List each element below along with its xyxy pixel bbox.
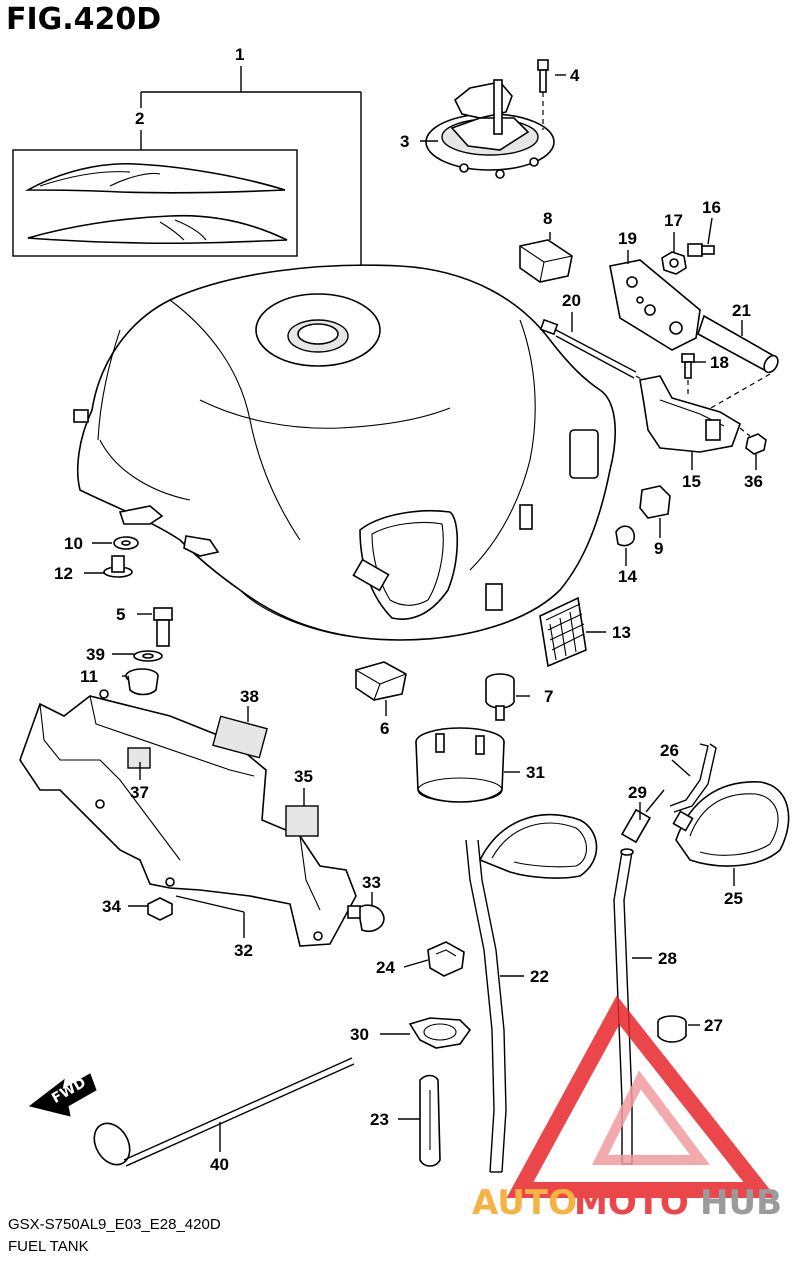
hose-25 — [672, 781, 790, 867]
grommet-11 — [125, 668, 159, 696]
callout-4: 4 — [570, 66, 580, 85]
clip-23 — [419, 1074, 441, 1167]
clamp-24 — [427, 941, 465, 977]
callout-38: 38 — [240, 687, 259, 706]
callout-5: 5 — [116, 605, 125, 624]
callout-11: 11 — [80, 667, 98, 686]
holder-31 — [415, 727, 505, 803]
clip-14 — [615, 525, 636, 547]
bolt-33 — [347, 904, 385, 933]
cap-27 — [657, 1015, 687, 1043]
callout-23: 23 — [370, 1110, 389, 1129]
cushion-9 — [639, 485, 671, 519]
callout-27: 27 — [704, 1016, 723, 1035]
callout-19: 19 — [618, 229, 637, 248]
bolt-16 — [687, 243, 715, 257]
tank-decal-set — [12, 149, 298, 257]
collar-12 — [103, 555, 133, 578]
callout-26: 26 — [660, 741, 679, 760]
callout-36: 36 — [744, 472, 763, 491]
figure-title: FIG.420D — [6, 2, 162, 37]
callout-3: 3 — [400, 132, 409, 151]
callout-31: 31 — [526, 763, 545, 782]
callout-32: 32 — [234, 941, 253, 960]
washer-39 — [133, 650, 163, 662]
callout-28: 28 — [658, 949, 677, 968]
callout-9: 9 — [654, 539, 663, 558]
hose-22 — [465, 813, 598, 1173]
rubber-block-6 — [355, 661, 407, 701]
fuel-cap — [425, 79, 555, 179]
nut-34 — [147, 897, 173, 921]
fuel-tank — [73, 264, 616, 641]
forward-arrow: FWD — [28, 1073, 97, 1117]
callout-33: 33 — [362, 873, 381, 892]
watermark-logo: AUTO MOTO HUB — [472, 995, 782, 1223]
callout-1: 1 — [235, 45, 244, 64]
callout-24: 24 — [376, 958, 395, 977]
callout-35: 35 — [294, 767, 313, 786]
callout-16: 16 — [702, 198, 721, 217]
callout-15: 15 — [682, 472, 701, 491]
bolt-18 — [681, 353, 695, 398]
callout-8: 8 — [543, 209, 552, 228]
callout-17: 17 — [664, 211, 683, 230]
bracket-plate-19 — [609, 259, 701, 351]
callout-6: 6 — [380, 719, 389, 738]
callout-7: 7 — [544, 687, 553, 706]
pad-13 — [539, 596, 587, 668]
rubber-block-8 — [519, 239, 573, 283]
callout-29: 29 — [628, 783, 647, 802]
nut-36 — [739, 427, 767, 455]
callout-40: 40 — [210, 1155, 229, 1174]
hose-26 — [669, 743, 717, 813]
grommet-10 — [113, 536, 139, 550]
bracket-15 — [639, 375, 741, 453]
callout-20: 20 — [562, 291, 581, 310]
callout-labels: 1 2 3 4 5 6 7 8 9 10 11 12 13 14 15 16 1… — [54, 45, 763, 1174]
watermark-text-1: AUTO — [472, 1183, 577, 1223]
nut-17 — [661, 251, 687, 275]
watermark-text-3: HUB — [700, 1183, 782, 1223]
callout-34: 34 — [102, 897, 121, 916]
hose-29 — [620, 789, 665, 844]
watermark-text-2: MOTO — [574, 1183, 689, 1223]
collar-21 — [689, 314, 779, 421]
cap-bolt — [537, 59, 566, 130]
callout-22: 22 — [530, 967, 549, 986]
callout-30: 30 — [350, 1025, 369, 1044]
callout-14: 14 — [618, 567, 637, 586]
bracket-32 — [19, 689, 357, 947]
callout-13: 13 — [612, 623, 631, 642]
callout-37: 37 — [130, 783, 149, 802]
callout-10: 10 — [64, 534, 83, 553]
callout-2: 2 — [135, 109, 144, 128]
figure-code: GSX-S750AL9_E03_E28_420D — [8, 1216, 221, 1233]
bolt-5 — [153, 607, 173, 647]
cushion-7 — [485, 673, 515, 721]
clamp-30 — [408, 1017, 472, 1049]
callout-25: 25 — [724, 889, 743, 908]
callout-39: 39 — [86, 645, 105, 664]
callout-18: 18 — [710, 353, 729, 372]
callout-21: 21 — [732, 301, 751, 320]
callout-12: 12 — [54, 564, 73, 583]
figure-name: FUEL TANK — [8, 1238, 89, 1255]
leader-lines — [84, 140, 757, 1152]
tool-40 — [93, 1057, 355, 1167]
